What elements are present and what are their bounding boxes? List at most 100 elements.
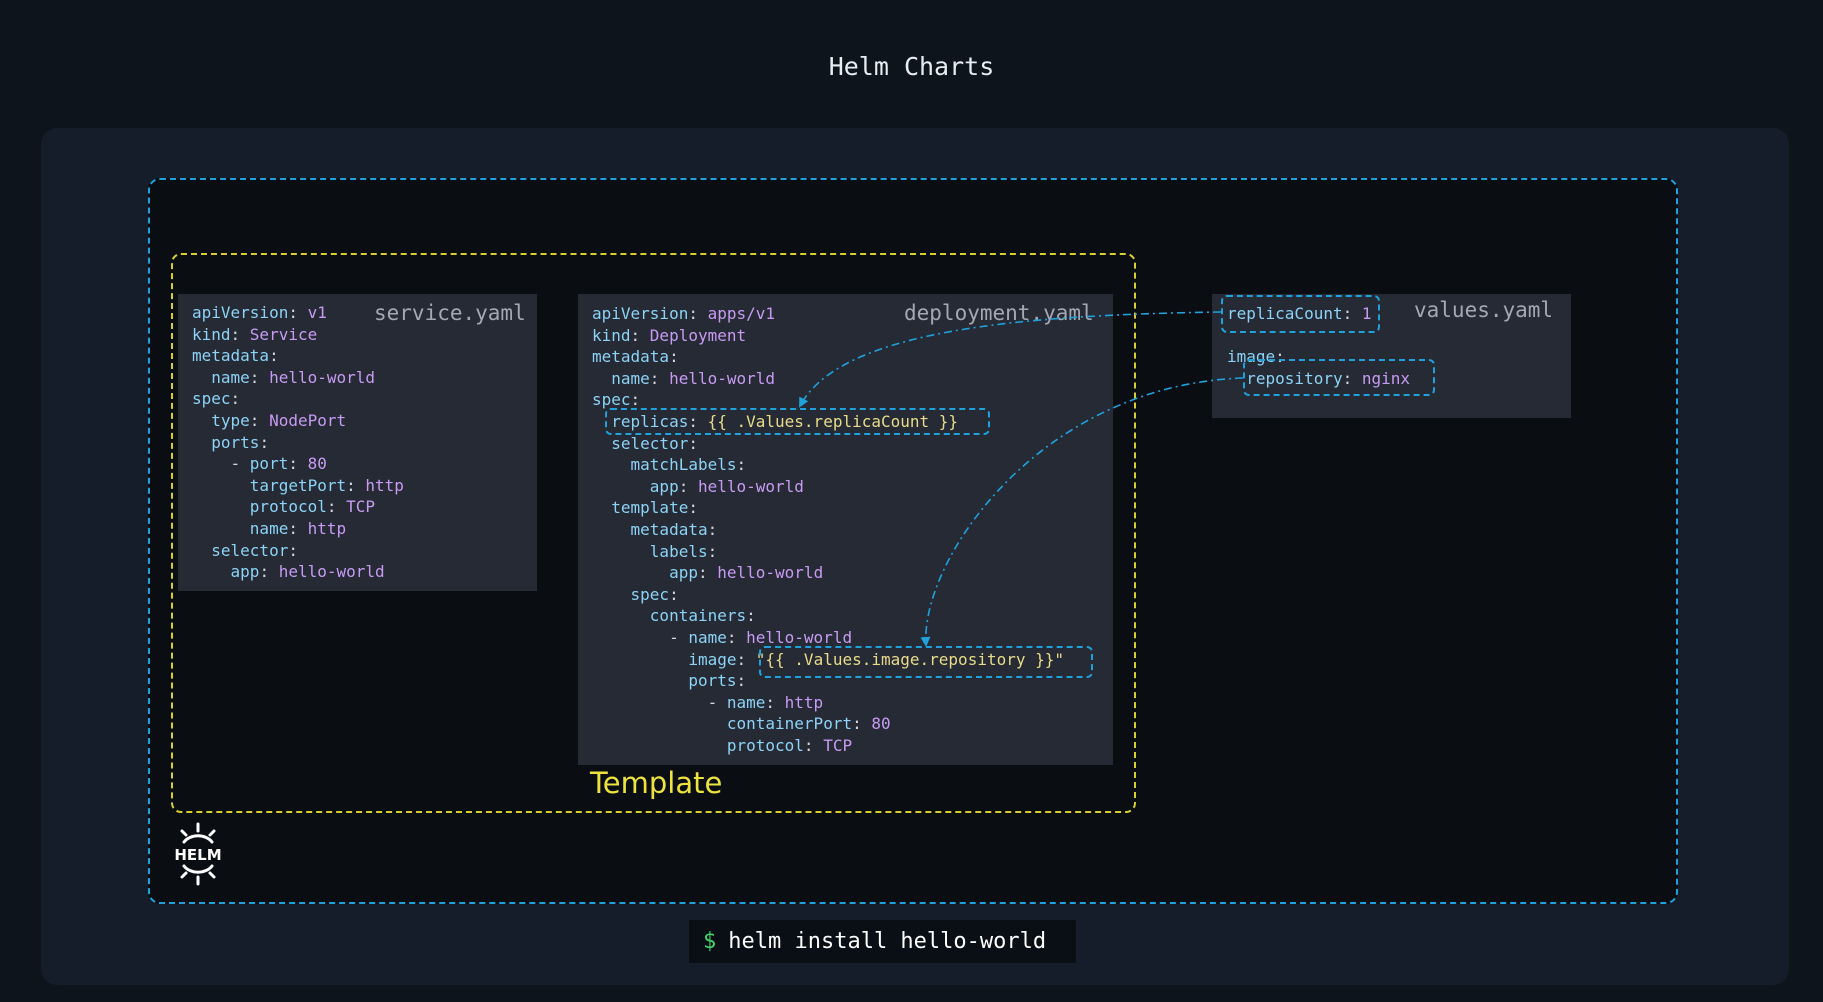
code-line: name: hello-world bbox=[192, 367, 375, 388]
yaml-key: containerPort bbox=[726, 714, 853, 734]
yaml-key: containers bbox=[649, 606, 747, 626]
yaml-key: repository bbox=[1246, 368, 1343, 388]
yaml-key: name bbox=[211, 367, 250, 387]
template-label: Template bbox=[590, 766, 723, 800]
yaml-value: NodePort bbox=[269, 411, 347, 430]
code-line: name: hello-world bbox=[592, 368, 775, 389]
page-title: Helm Charts bbox=[828, 52, 995, 81]
yaml-key: selector bbox=[211, 540, 289, 560]
yaml-key: spec bbox=[592, 390, 631, 410]
yaml-key: name bbox=[611, 368, 650, 388]
yaml-value: TCP bbox=[346, 497, 376, 517]
yaml-value: hello-world bbox=[669, 368, 776, 388]
template-frame bbox=[171, 253, 1136, 813]
yaml-key: spec bbox=[192, 389, 231, 409]
yaml-value: hello-world bbox=[746, 628, 853, 647]
code-line: apiVersion: apps/v1 bbox=[592, 304, 776, 323]
code-indent: - bbox=[592, 692, 727, 712]
yaml-value: apps/v1 bbox=[707, 304, 776, 323]
template-expression: "{{ .Values.image.repository }}" bbox=[755, 649, 1065, 669]
yaml-key: apiVersion bbox=[592, 304, 689, 323]
code-line: app: hello-world bbox=[192, 561, 385, 582]
code-line: metadata: bbox=[192, 346, 279, 366]
code-line: selector: bbox=[192, 540, 298, 561]
yaml-value: hello-world bbox=[717, 563, 824, 583]
yaml-value: 80 bbox=[871, 714, 891, 734]
yaml-key: ports bbox=[211, 432, 260, 452]
yaml-key: protocol bbox=[249, 497, 327, 517]
yaml-key: replicas bbox=[611, 412, 689, 431]
code-line: selector: bbox=[592, 433, 698, 454]
yaml-key: replicaCount bbox=[1227, 304, 1343, 323]
yaml-key: matchLabels bbox=[630, 455, 737, 475]
code-line: - name: http bbox=[592, 692, 824, 712]
helm-logo-text: HELM bbox=[174, 846, 221, 864]
image-highlight bbox=[759, 646, 1093, 678]
yaml-value: hello-world bbox=[697, 476, 804, 496]
yaml-key: ports bbox=[688, 671, 737, 691]
yaml-key: protocol bbox=[726, 736, 804, 755]
code-line: containers: bbox=[592, 605, 756, 626]
yaml-key: name bbox=[249, 519, 289, 538]
yaml-key: metadata bbox=[592, 347, 670, 367]
yaml-key: kind bbox=[192, 324, 231, 344]
yaml-key: labels bbox=[649, 541, 708, 561]
code-line: spec: bbox=[592, 390, 641, 410]
yaml-key: name bbox=[688, 628, 727, 647]
code-line: repository: nginx bbox=[1227, 368, 1410, 389]
values-yaml-title: values.yaml bbox=[1414, 298, 1554, 322]
yaml-key: targetPort bbox=[249, 475, 347, 495]
yaml-value: Service bbox=[249, 324, 318, 344]
code-line: name: http bbox=[192, 518, 346, 539]
yaml-key: image bbox=[1227, 347, 1276, 367]
yaml-key: template bbox=[611, 498, 689, 518]
code-line: image: bbox=[1227, 347, 1285, 367]
yaml-key: app bbox=[649, 476, 679, 496]
yaml-key: metadata bbox=[192, 346, 270, 366]
replica-count-highlight bbox=[1221, 295, 1380, 333]
command-line: $ helm install hello-world bbox=[689, 920, 1076, 963]
code-line: apiVersion: v1 bbox=[192, 303, 327, 322]
yaml-key: type bbox=[211, 411, 250, 430]
code-line: labels: bbox=[592, 541, 717, 562]
service-yaml-title: service.yaml bbox=[374, 301, 526, 325]
code-line: protocol: TCP bbox=[192, 496, 375, 517]
code-line: replicas: {{ .Values.replicaCount }} bbox=[592, 411, 958, 432]
yaml-value: 80 bbox=[307, 454, 327, 474]
code-line: kind: Deployment bbox=[592, 325, 747, 345]
yaml-value: 1 bbox=[1361, 304, 1372, 323]
code-line: spec: bbox=[592, 584, 679, 605]
code-line: metadata: bbox=[592, 519, 718, 540]
yaml-key: app bbox=[669, 563, 698, 583]
code-indent: - bbox=[592, 628, 689, 647]
yaml-value: http bbox=[365, 475, 404, 495]
yaml-key: selector bbox=[611, 433, 689, 453]
code-line: replicaCount: 1 bbox=[1227, 304, 1372, 323]
yaml-value: nginx bbox=[1361, 368, 1411, 388]
code-line: type: NodePort bbox=[192, 410, 346, 431]
template-expression: {{ .Values.replicaCount }} bbox=[707, 412, 959, 431]
yaml-value: Deployment bbox=[649, 325, 747, 345]
repository-link bbox=[920, 377, 1244, 647]
yaml-value: v1 bbox=[307, 303, 327, 322]
code-line: - port: 80 bbox=[192, 454, 327, 474]
helm-logo-icon: HELM bbox=[174, 822, 222, 886]
yaml-key: apiVersion bbox=[192, 303, 289, 322]
code-line: matchLabels: bbox=[592, 454, 747, 475]
yaml-key: app bbox=[230, 562, 260, 582]
code-line: ports: bbox=[592, 670, 746, 691]
command-text: helm install hello-world bbox=[728, 929, 1047, 954]
yaml-key: metadata bbox=[630, 520, 708, 539]
code-line: ports: bbox=[192, 432, 269, 453]
code-line: app: hello-world bbox=[592, 562, 823, 583]
code-line: - name: hello-world bbox=[592, 628, 853, 647]
deployment-yaml-title: deployment.yaml bbox=[904, 301, 1094, 325]
deployment-yaml-box: deployment.yaml apiVersion: apps/v1 kind:… bbox=[578, 294, 1113, 765]
yaml-value: TCP bbox=[823, 736, 853, 755]
yaml-value: http bbox=[307, 519, 347, 538]
yaml-key: kind bbox=[592, 325, 631, 345]
code-line: image: "{{ .Values.image.repository }}" bbox=[592, 649, 1064, 670]
yaml-key: port bbox=[249, 454, 289, 474]
